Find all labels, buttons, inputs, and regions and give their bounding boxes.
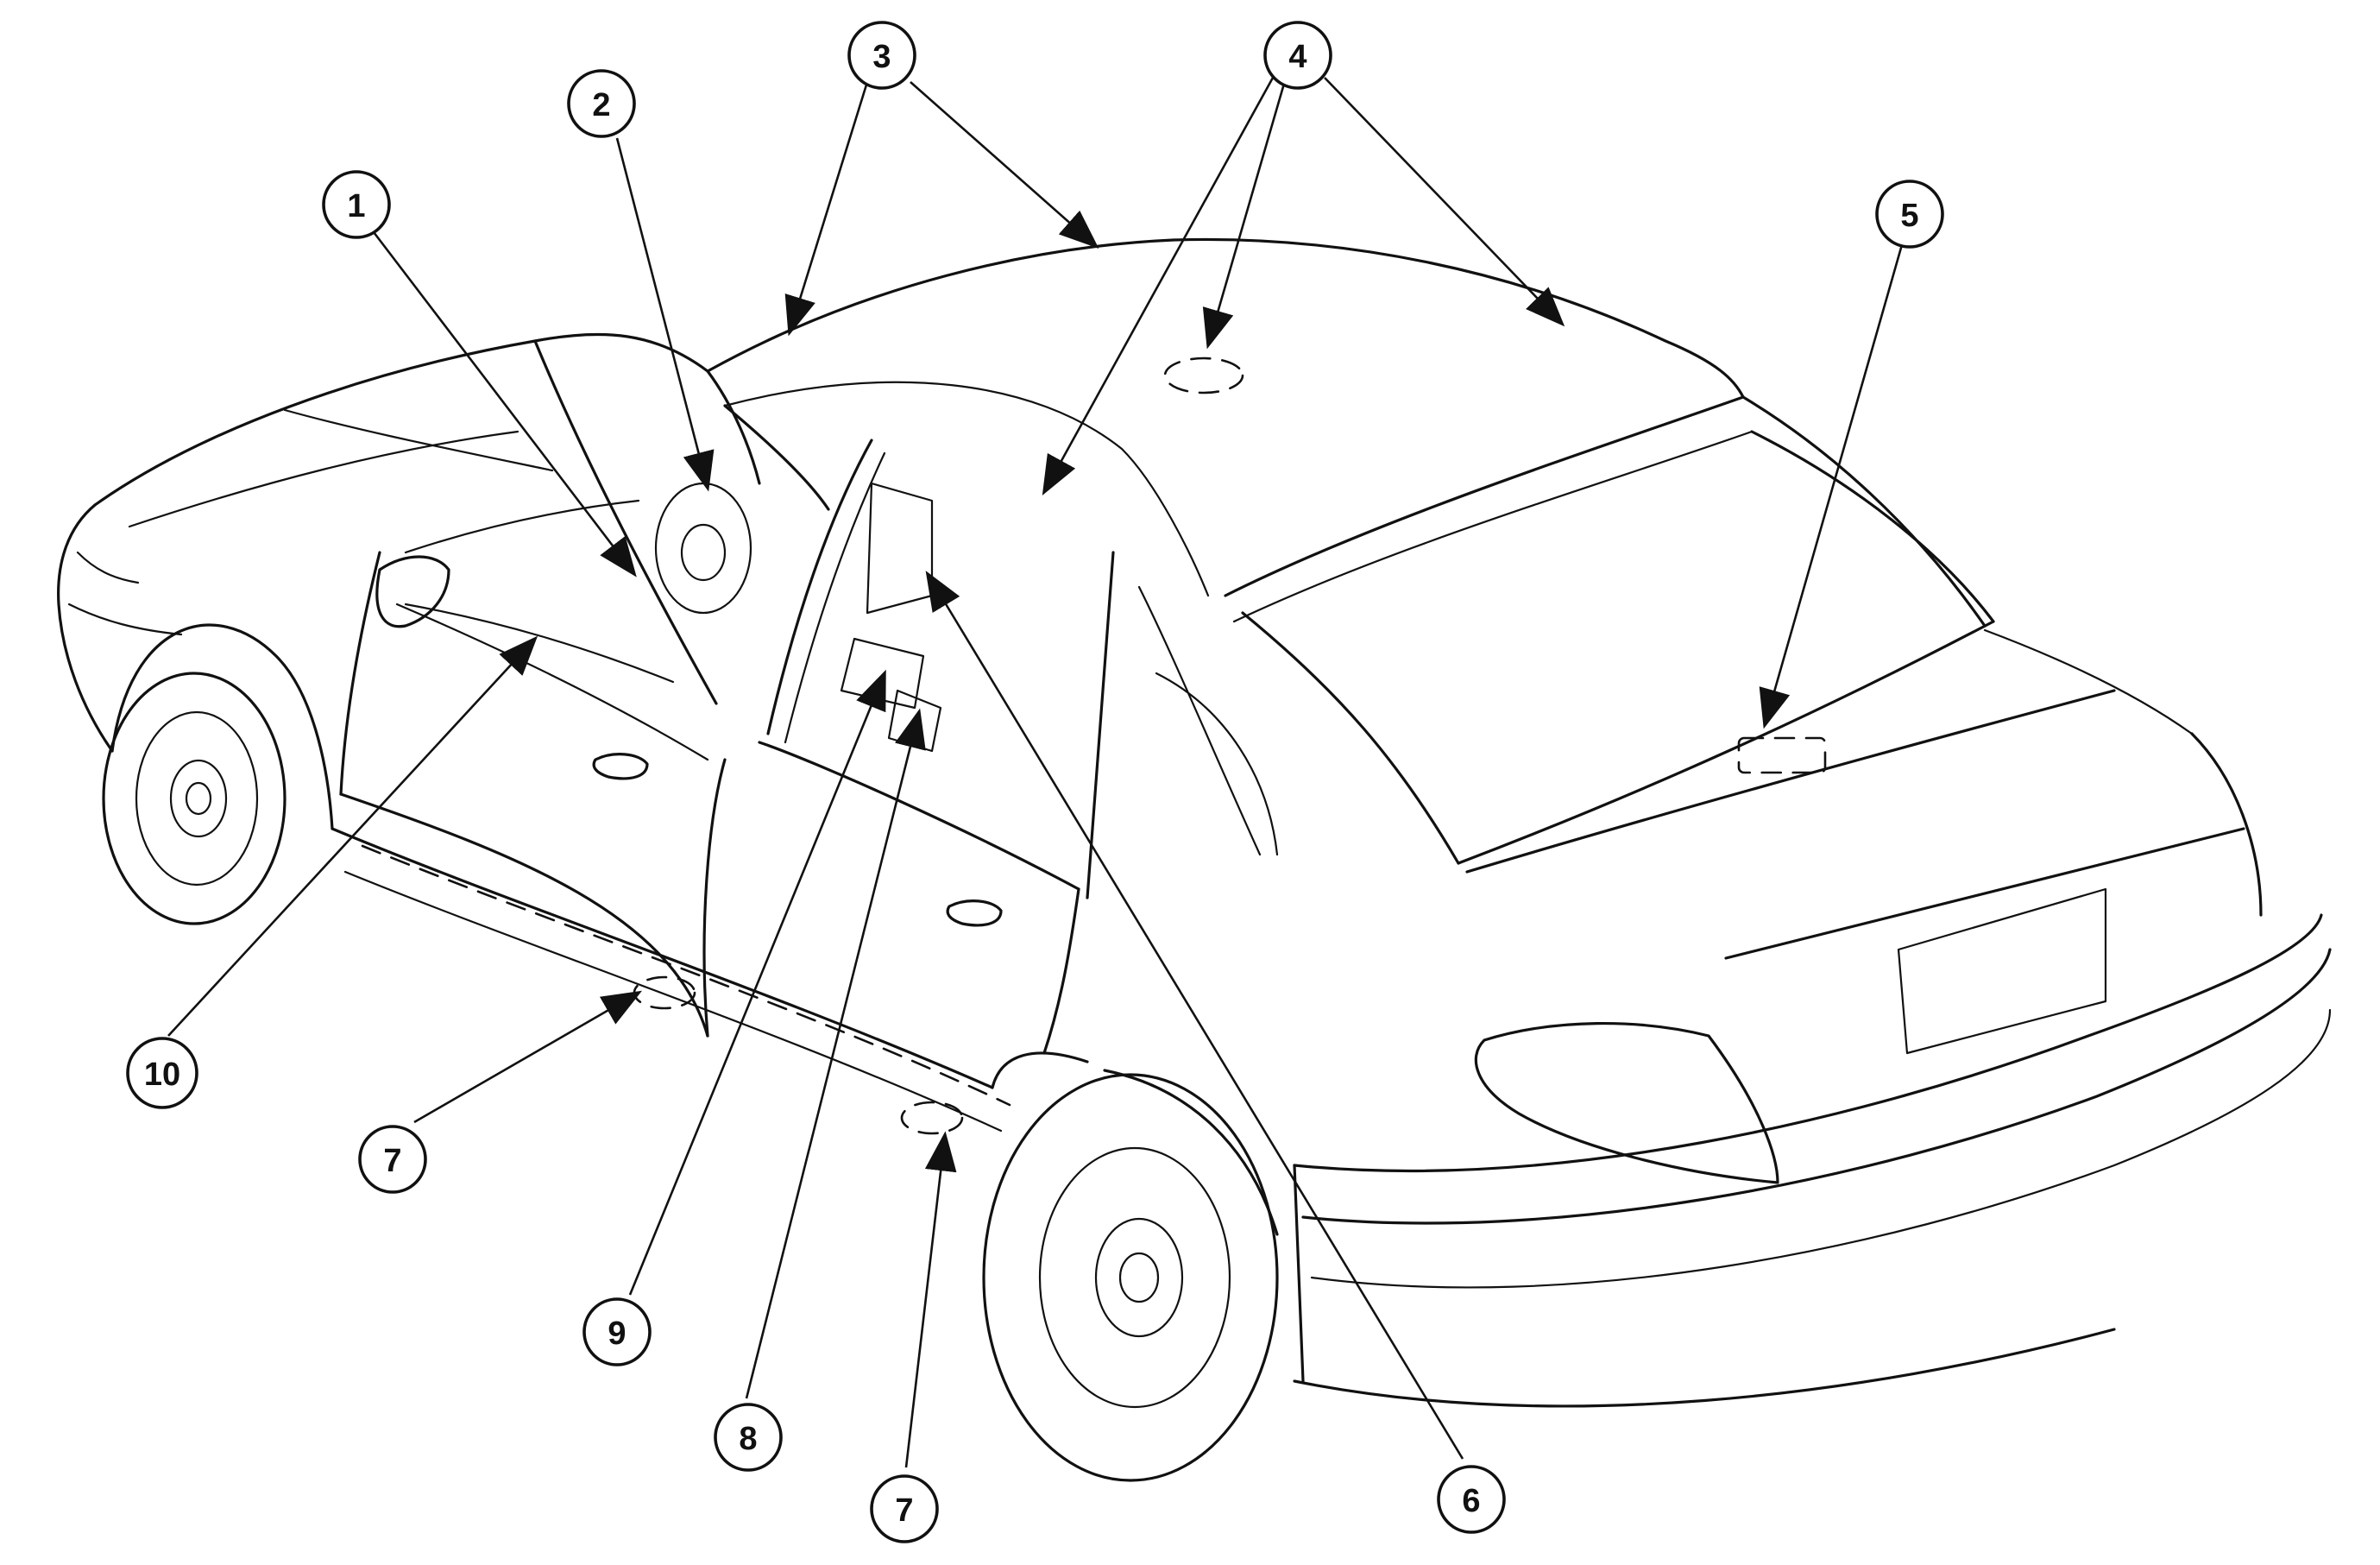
callout-5-label: 5 (1900, 198, 1918, 234)
rear-floor-module-hidden (900, 1101, 964, 1135)
side-mirror (375, 555, 450, 628)
callout-8: 8 (714, 1403, 783, 1472)
leader-5 (1759, 241, 1905, 729)
front-door (339, 551, 381, 796)
leader-9 (628, 669, 886, 1296)
leader-4c (1324, 77, 1565, 327)
callout-3-label: 3 (872, 39, 891, 75)
callout-4: 4 (1263, 21, 1332, 90)
callout-7-front: 7 (358, 1125, 427, 1194)
leader-lines (167, 77, 1905, 1468)
callout-8-label: 8 (739, 1421, 757, 1457)
rear-window (1224, 395, 1745, 597)
callout-9-label: 9 (608, 1316, 626, 1352)
front-door-handle (592, 753, 649, 780)
leader-7b (904, 1131, 957, 1468)
callout-1-label: 1 (347, 188, 365, 224)
leader-10 (167, 635, 538, 1037)
leader-3a (784, 81, 869, 337)
callout-7-rear-label: 7 (895, 1492, 913, 1529)
hood (93, 332, 709, 507)
front-wheel (102, 672, 286, 925)
callout-5: 5 (1875, 180, 1944, 249)
callout-6-label: 6 (1462, 1483, 1480, 1519)
rear-wheel (982, 1073, 1279, 1482)
callout-7-front-label: 7 (383, 1143, 401, 1179)
leader-3b (910, 81, 1099, 249)
front-floor-module-hidden (633, 975, 696, 1010)
tail-lamp (1474, 1021, 1779, 1184)
callout-1: 1 (322, 170, 391, 239)
callout-7-rear: 7 (870, 1474, 939, 1543)
roof-line (706, 237, 1745, 399)
callout-6: 6 (1437, 1465, 1506, 1534)
leader-4b (1042, 77, 1275, 496)
trunk-lid (1465, 689, 2116, 874)
callout-9: 9 (582, 1297, 652, 1366)
callouts: 1 2 3 4 5 6 7 7 (126, 21, 1944, 1543)
callout-10-label: 10 (144, 1057, 180, 1093)
leader-7a (413, 990, 642, 1124)
leader-4a (1202, 77, 1288, 350)
leader-1 (369, 228, 637, 577)
rear-door (758, 741, 1080, 891)
leader-8 (745, 708, 926, 1399)
roof-module-hidden (1163, 357, 1244, 394)
callout-4-label: 4 (1288, 39, 1306, 75)
rear-shelf-module-hidden (1737, 736, 1827, 774)
rear-bumper (1293, 913, 2323, 1172)
callout-3: 3 (847, 21, 916, 90)
callout-2-label: 2 (592, 87, 610, 123)
leader-6 (925, 571, 1464, 1460)
callout-2: 2 (567, 69, 636, 138)
car-body (57, 237, 2332, 1482)
callout-10: 10 (126, 1037, 198, 1109)
windshield (533, 339, 718, 705)
rear-door-handle (946, 899, 1003, 927)
leader-2 (615, 137, 715, 492)
